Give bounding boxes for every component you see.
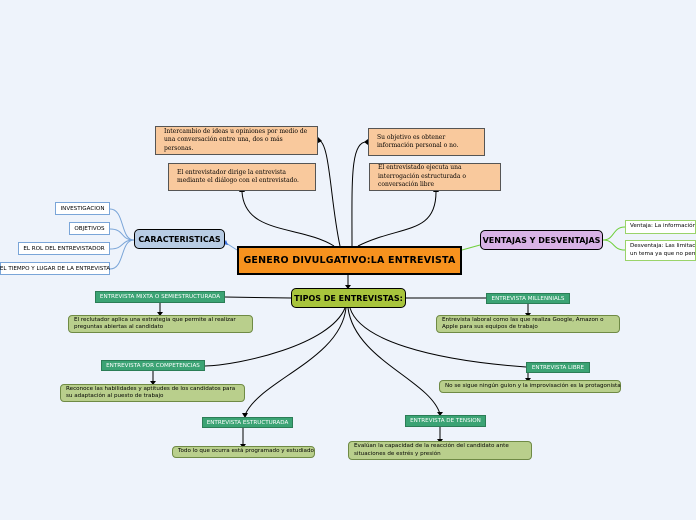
link-car-tiempo <box>109 239 135 270</box>
note-interviewer[interactable]: El entrevistador dirige la entrevista me… <box>168 163 316 191</box>
central-topic[interactable]: GENERO DIVULGATIVO:LA ENTREVISTA <box>237 246 462 275</box>
type-tension[interactable]: ENTREVISTA DE TENSION <box>405 415 486 427</box>
characteristic-rol[interactable]: EL ROL DEL ENTREVISTADOR <box>18 242 110 255</box>
type-libre-desc[interactable]: No se sigue ningún guion y la improvisac… <box>439 380 621 393</box>
type-libre[interactable]: ENTREVISTA LIBRE <box>526 362 590 373</box>
link-central-note-3 <box>241 191 335 247</box>
link-ventajas-desventaja <box>602 239 626 251</box>
link-central-ventajas <box>461 244 481 251</box>
type-mixta-desc[interactable]: El reclutador aplica una estrategia que … <box>68 315 253 333</box>
interview-types-node[interactable]: TIPOS DE ENTREVISTAS: <box>291 288 406 308</box>
type-competencias[interactable]: ENTREVISTA POR COMPETENCIAS <box>101 360 205 371</box>
type-mixta[interactable]: ENTREVISTA MIXTA O SEMIESTRUCTURADA <box>95 291 225 303</box>
link-types-mixta <box>224 296 292 299</box>
note-objective[interactable]: Su objetivo es obtener información perso… <box>368 128 485 156</box>
type-competencias-desc[interactable]: Reconoce las habilidades y aptitudes de … <box>60 384 245 402</box>
advantages-node[interactable]: VENTAJAS Y DESVENTAJAS <box>480 230 603 250</box>
type-tension-desc[interactable]: Evalúan la capacidad de la reacción del … <box>348 441 532 460</box>
characteristics-node[interactable]: CARACTERISTICAS <box>134 229 225 249</box>
characteristic-investigacion[interactable]: INVESTIGACION <box>55 202 110 215</box>
link-ventajas-ventaja <box>602 226 626 241</box>
type-estructurada-desc[interactable]: Todo lo que ocurra está programado y est… <box>172 446 315 458</box>
characteristic-tiempo[interactable]: EL TIEMPO Y LUGAR DE LA ENTREVISTA <box>0 262 110 275</box>
link-central-note-1 <box>317 139 341 247</box>
disadvantage-text: Desventaja: Las limitaci un tema ya que … <box>630 243 696 257</box>
characteristic-objetivos[interactable]: OBJETIVOS <box>69 222 110 235</box>
link-types-competencias <box>204 307 346 367</box>
note-interviewee[interactable]: El entrevistado ejecuta una interrogació… <box>369 163 501 191</box>
link-types-tension <box>347 307 441 415</box>
link-central-note-4 <box>357 191 437 247</box>
note-definition[interactable]: Intercambio de ideas u opiniones por med… <box>155 126 318 155</box>
link-types-estructurada <box>244 307 347 416</box>
type-millennials[interactable]: ENTREVISTA MILLENNIALS <box>486 293 570 304</box>
link-car-investigacion <box>109 208 135 241</box>
disadvantage-item[interactable]: Desventaja: Las limitaci un tema ya que … <box>625 240 696 261</box>
advantage-item[interactable]: Ventaja: La información <box>625 220 696 234</box>
link-central-caracteristicas <box>225 242 238 251</box>
link-central-note-2 <box>351 141 369 247</box>
link-types-libre <box>349 307 527 368</box>
type-millennials-desc[interactable]: Entrevista laboral como las que realiza … <box>436 315 620 333</box>
link-car-objetivos <box>109 228 135 241</box>
type-estructurada[interactable]: ENTREVISTA ESTRUCTURADA <box>202 417 293 428</box>
